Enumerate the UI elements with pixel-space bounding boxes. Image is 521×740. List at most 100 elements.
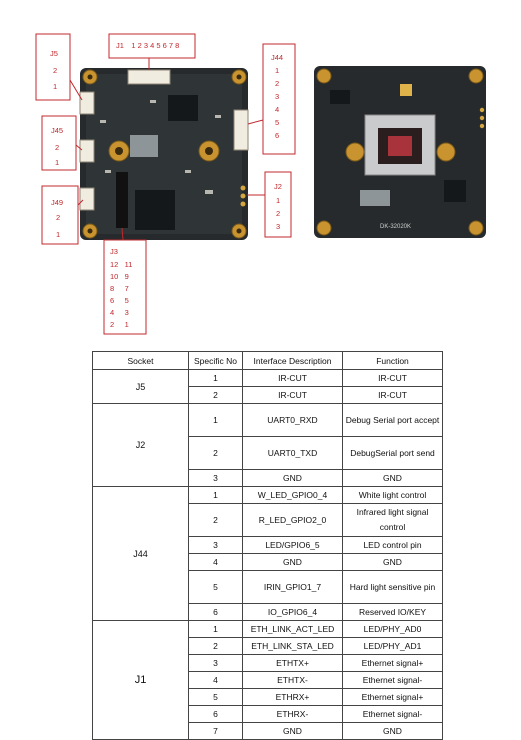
socket-cell: J5 — [92, 369, 189, 404]
j44-pin: 2 — [275, 79, 279, 88]
j3-header — [116, 172, 128, 228]
function-cell: Infrared light signal control — [342, 503, 443, 537]
j44-connector — [233, 109, 249, 151]
sensor-die — [388, 136, 412, 156]
interface-description-cell: ETHRX- — [242, 705, 343, 723]
interface-description-cell: IR-CUT — [242, 386, 343, 404]
j2-pin: 3 — [276, 222, 280, 231]
j3-callout-box — [103, 239, 147, 335]
j3-pin-row: 4 3 — [110, 308, 129, 317]
j3-pin-row: 10 9 — [110, 272, 129, 281]
function-cell: GND — [342, 722, 443, 740]
specific-no-cell: 4 — [188, 671, 243, 689]
j2-pin: 2 — [276, 209, 280, 218]
header-interface-description: Interface Description — [242, 351, 343, 370]
interface-description-cell: IRIN_GPIO1_7 — [242, 570, 343, 604]
j1-connector — [127, 69, 171, 85]
j45-pin: 2 — [55, 143, 59, 152]
function-cell: Reserved IO/KEY — [342, 603, 443, 621]
header-specific-no: Specific No — [188, 351, 243, 370]
j3-pin-row: 12 11 — [110, 260, 132, 269]
socket-cell: J44 — [92, 486, 189, 621]
ic-chip — [168, 95, 198, 121]
function-cell: LED control pin — [342, 536, 443, 554]
j2-pads — [240, 185, 246, 207]
function-cell: Ethernet signal+ — [342, 688, 443, 706]
socket-cell: J1 — [92, 620, 189, 740]
interface-description-cell: IO_GPIO6_4 — [242, 603, 343, 621]
function-cell: Ethernet signal- — [342, 671, 443, 689]
j3-label: J3 — [110, 247, 118, 256]
j45-connector — [79, 139, 95, 163]
j5-pin: 1 — [53, 82, 57, 91]
j49-pin: 1 — [56, 230, 60, 239]
interface-description-cell: LED/GPIO6_5 — [242, 536, 343, 554]
shield-pad — [130, 135, 158, 157]
j1-label: J1 — [116, 41, 124, 50]
function-cell: DebugSerial port send — [342, 436, 443, 470]
specific-no-cell: 6 — [188, 705, 243, 723]
interface-description-cell: ETHTX- — [242, 671, 343, 689]
function-cell: White light control — [342, 486, 443, 504]
specific-no-cell: 6 — [188, 603, 243, 621]
j2-pin: 1 — [276, 196, 280, 205]
j45-pin: 1 — [55, 158, 59, 167]
board-marking: DK-32020K — [380, 224, 411, 230]
function-cell: Hard light sensitive pin — [342, 570, 443, 604]
interface-description-cell: GND — [242, 722, 343, 740]
function-cell: Ethernet signal+ — [342, 654, 443, 672]
function-cell: GND — [342, 553, 443, 571]
specific-no-cell: 1 — [188, 403, 243, 437]
soc-chip — [135, 190, 175, 230]
specific-no-cell: 2 — [188, 436, 243, 470]
j1-pins: 1 2 3 4 5 6 7 8 — [131, 41, 179, 50]
j44-pin: 1 — [275, 66, 279, 75]
interface-description-cell: ETH_LINK_ACT_LED — [242, 620, 343, 638]
header-socket: Socket — [92, 351, 189, 370]
table-header-row: Socket Specific No Interface Description… — [92, 351, 443, 370]
interface-description-cell: GND — [242, 553, 343, 571]
interface-description-cell: IR-CUT — [242, 369, 343, 387]
j2-label: J2 — [274, 182, 282, 191]
interface-description-cell: UART0_RXD — [242, 403, 343, 437]
function-cell: IR-CUT — [342, 369, 443, 387]
j44-callout-box — [262, 43, 296, 155]
function-cell: IR-CUT — [342, 386, 443, 404]
j49-callout-box — [41, 185, 79, 245]
socket-cell: J2 — [92, 403, 189, 487]
specific-no-cell: 3 — [188, 469, 243, 487]
interface-description-cell: ETH_LINK_STA_LED — [242, 637, 343, 655]
j3-pin-row: 2 1 — [110, 320, 129, 329]
interface-description-cell: R_LED_GPIO2_0 — [242, 503, 343, 537]
function-cell: Ethernet signal- — [342, 705, 443, 723]
interface-description-cell: ETHTX+ — [242, 654, 343, 672]
specific-no-cell: 5 — [188, 570, 243, 604]
specific-no-cell: 1 — [188, 620, 243, 638]
function-cell: LED/PHY_AD0 — [342, 620, 443, 638]
header-function: Function — [342, 351, 443, 370]
j5-callout-box — [35, 33, 71, 101]
specific-no-cell: 3 — [188, 536, 243, 554]
board-back-photo: DK-32020K — [314, 66, 486, 238]
j49-pin: 2 — [56, 213, 60, 222]
specific-no-cell: 4 — [188, 553, 243, 571]
svg-text:J11 2 3 4 5 6 7 8: J1 1 2 3 4 5 6 7 8 — [116, 41, 179, 50]
j5-label: J5 — [50, 49, 58, 58]
j49-connector — [79, 187, 95, 211]
j49-label: J49 — [51, 198, 63, 207]
interface-description-cell: GND — [242, 469, 343, 487]
j5-pin: 2 — [53, 66, 57, 75]
function-cell: LED/PHY_AD1 — [342, 637, 443, 655]
